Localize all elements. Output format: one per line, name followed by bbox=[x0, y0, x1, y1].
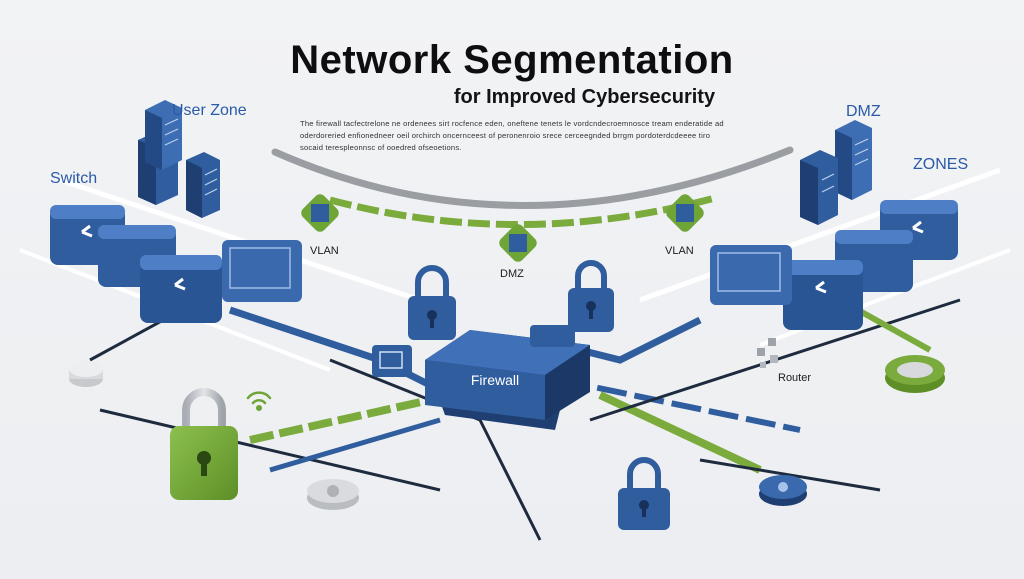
description-line-1: The firewall tacfectrelone ne ordenees s… bbox=[300, 119, 724, 128]
server-rack-icon bbox=[800, 120, 872, 225]
switch-icon bbox=[50, 205, 302, 323]
top-green-link bbox=[329, 194, 716, 228]
top-gray-link bbox=[271, 146, 794, 209]
connector-node bbox=[372, 345, 412, 377]
padlock-icon bbox=[408, 265, 456, 340]
label-vlan-left: VLAN bbox=[310, 245, 339, 257]
switch-icon bbox=[710, 200, 958, 330]
label-dmz-right: DMZ bbox=[846, 103, 881, 120]
label-dmz-center: DMZ bbox=[500, 268, 524, 280]
label-zones: ZONES bbox=[913, 156, 969, 173]
router-icon bbox=[757, 338, 778, 368]
connector-node bbox=[530, 325, 575, 347]
page-title: Network Segmentation bbox=[290, 38, 734, 82]
padlock-icon bbox=[170, 388, 238, 500]
endpoint-disc bbox=[759, 475, 807, 506]
firewall-icon bbox=[425, 330, 590, 430]
description-line-3: socaid terespleonnsc of ooedred ofseoeti… bbox=[300, 143, 462, 152]
label-router: Router bbox=[778, 372, 812, 384]
endpoint-ring bbox=[885, 355, 945, 393]
description-line-2: oderdoreried enfionedneer oeil orchirch … bbox=[300, 131, 711, 140]
endpoint-disc bbox=[307, 479, 359, 510]
lower-left-green-link bbox=[249, 396, 431, 444]
label-vlan-right: VLAN bbox=[665, 245, 694, 257]
label-user-zone: User Zone bbox=[172, 102, 247, 119]
vlan-node-icon bbox=[301, 194, 339, 232]
padlock-icon bbox=[618, 457, 670, 530]
vlan-node-icon bbox=[499, 224, 537, 262]
right-platform-edge bbox=[639, 167, 1001, 303]
padlock-icon bbox=[568, 260, 614, 332]
label-switch: Switch bbox=[50, 170, 98, 187]
page-subtitle: for Improved Cybersecurity bbox=[453, 86, 716, 108]
label-firewall: Firewall bbox=[470, 372, 520, 388]
vlan-node-icon bbox=[666, 194, 704, 232]
server-rack-icon bbox=[138, 100, 220, 218]
endpoint-disc bbox=[69, 361, 103, 387]
wifi-icon bbox=[246, 391, 272, 412]
